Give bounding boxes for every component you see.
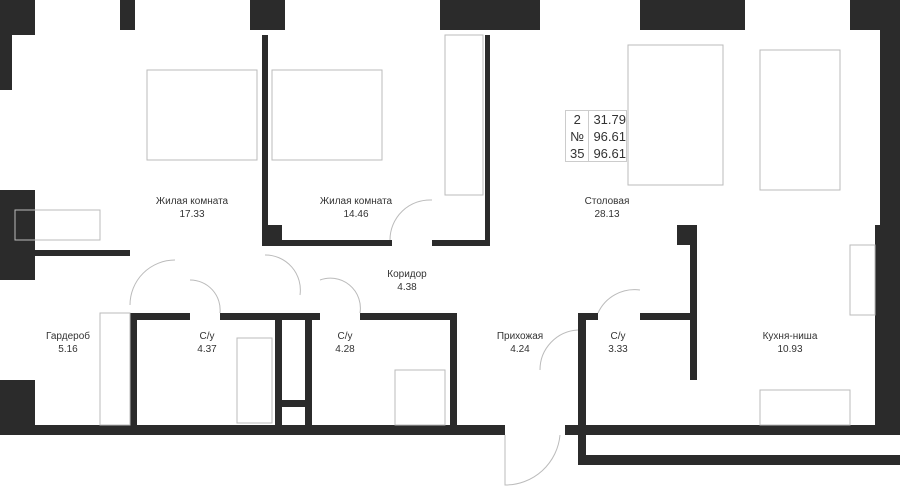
room-area: 4.24 [510, 344, 530, 355]
room-area: 14.46 [343, 209, 369, 220]
room-area: 28.13 [594, 209, 620, 220]
room-kitchen: Кухня-ниша 10.93 [763, 330, 818, 356]
room-name: Коридор [387, 269, 427, 280]
room-name: С/у [610, 331, 626, 342]
room-area: 3.33 [608, 344, 628, 355]
room-name: С/у [199, 331, 215, 342]
room-name: Столовая [584, 196, 630, 207]
room-bathroom-3: С/у 3.33 [608, 330, 627, 356]
room-hallway: Прихожая 4.24 [497, 330, 543, 356]
number-label: № [570, 129, 585, 144]
apartment-info-table: 2 № 35 31.79 96.61 96.61 [565, 110, 627, 162]
room-area: 4.28 [335, 344, 355, 355]
total-area: 96.61 [593, 129, 626, 144]
apartment-number: 35 [569, 146, 585, 161]
room-area: 17.33 [179, 209, 205, 220]
room-dining: Столовая 28.13 [585, 195, 630, 221]
room-bathroom-1: С/у 4.37 [197, 330, 216, 356]
room-name: Прихожая [496, 331, 544, 342]
room-area: 5.16 [58, 344, 78, 355]
room-bathroom-2: С/у 4.28 [335, 330, 354, 356]
room-bedroom-2: Жилая комната 14.46 [320, 195, 392, 221]
room-name: Жилая комната [155, 196, 229, 207]
walls [0, 0, 900, 465]
room-area: 4.38 [397, 282, 417, 293]
room-name: Жилая комната [319, 196, 393, 207]
room-corridor: Коридор 4.38 [387, 268, 427, 294]
room-bedroom-1: Жилая комната 17.33 [156, 195, 228, 221]
room-area: 4.37 [197, 344, 217, 355]
rooms-count: 2 [573, 112, 581, 127]
room-name: Кухня-ниша [762, 331, 818, 342]
living-area: 31.79 [593, 112, 626, 127]
room-name: С/у [337, 331, 353, 342]
room-area: 10.93 [777, 344, 803, 355]
furniture [14, 34, 876, 486]
room-wardrobe: Гардероб 5.16 [46, 330, 90, 356]
room-name: Гардероб [46, 331, 90, 342]
total-area-2: 96.61 [593, 146, 626, 161]
